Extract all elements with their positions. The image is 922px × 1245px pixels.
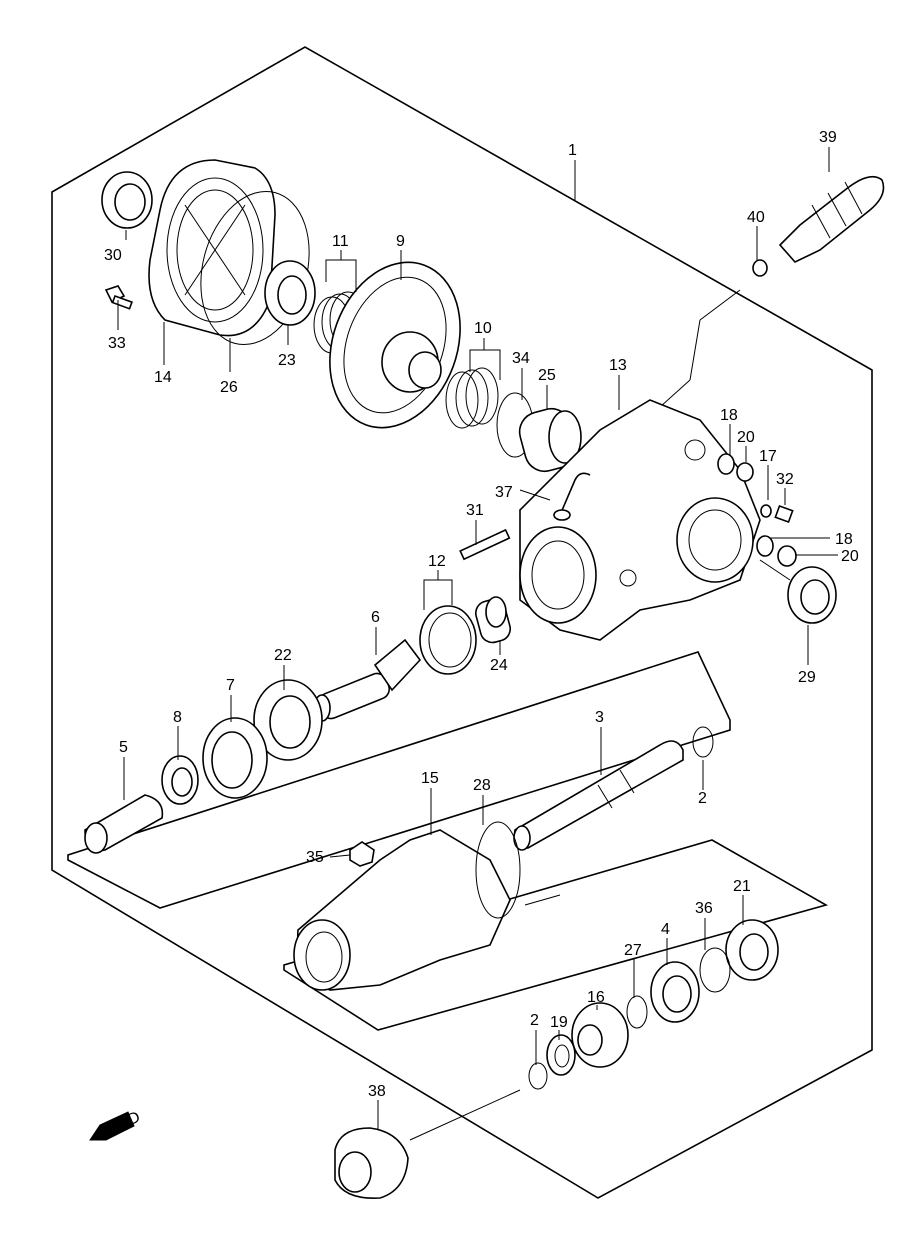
callout-1: 1	[568, 142, 577, 159]
differential-housing-part	[519, 399, 761, 641]
callout-8: 8	[173, 709, 182, 726]
oil-seal-part	[650, 961, 700, 1023]
callout-32: 32	[776, 471, 794, 488]
callout-2: 2	[698, 790, 707, 807]
spacer-part	[161, 755, 199, 805]
bearing-part	[264, 260, 316, 326]
bearing-part	[725, 919, 779, 981]
callout-33: 33	[108, 335, 126, 352]
pinion-group-box	[67, 651, 731, 909]
assembly-outline	[51, 46, 873, 1199]
callout-labels: 1 2 2 3 4 5 6 7 8 9 10 11 12 13 14 15 16…	[104, 129, 859, 1100]
gear-housing-part	[293, 829, 511, 991]
bolt-part	[104, 285, 133, 310]
callout-18: 18	[835, 531, 853, 548]
callout-6: 6	[371, 609, 380, 626]
callout-39: 39	[819, 129, 837, 146]
callout-18: 18	[720, 407, 738, 424]
callout-5: 5	[119, 739, 128, 756]
o-ring-part	[475, 821, 521, 919]
callout-30: 30	[104, 247, 122, 264]
callout-2: 2	[530, 1012, 539, 1029]
callout-24: 24	[490, 657, 508, 674]
breather-part	[553, 472, 591, 521]
callout-11: 11	[332, 233, 349, 250]
needle-bearing-part	[518, 407, 582, 473]
plug-part	[777, 545, 797, 567]
circlip-part	[692, 726, 714, 758]
callout-7: 7	[226, 677, 235, 694]
callout-3: 3	[595, 709, 604, 726]
callout-37: 37	[495, 484, 513, 501]
oil-seal-part	[101, 171, 153, 229]
callout-16: 16	[587, 989, 605, 1006]
callout-20: 20	[841, 548, 859, 565]
callout-22: 22	[274, 647, 292, 664]
bearing-part	[253, 679, 323, 761]
callout-34: 34	[512, 350, 530, 367]
callout-28: 28	[473, 777, 491, 794]
callout-25: 25	[538, 367, 556, 384]
joint-part	[571, 1002, 629, 1068]
callout-13: 13	[609, 357, 627, 374]
callout-9: 9	[396, 233, 405, 250]
connector-line	[524, 894, 561, 906]
boot-part	[778, 175, 885, 263]
circlip-part	[528, 1062, 548, 1090]
sleeve-part	[84, 794, 164, 854]
nut-part	[752, 259, 768, 277]
callout-20: 20	[737, 429, 755, 446]
leader-lines	[117, 147, 838, 1130]
ring-gear-part	[329, 261, 461, 429]
callout-29: 29	[798, 669, 816, 686]
boot-part	[334, 1127, 409, 1199]
gear-case-cover-part	[148, 159, 276, 337]
o-ring-part	[626, 995, 648, 1029]
connector-line	[699, 289, 741, 321]
washer-part	[756, 535, 774, 557]
pinion-gear-part	[313, 638, 422, 722]
callout-10: 10	[474, 320, 492, 337]
callout-15: 15	[421, 770, 439, 787]
callout-40: 40	[747, 209, 765, 226]
shim-set-part	[445, 367, 499, 429]
callout-19: 19	[550, 1014, 568, 1031]
oil-seal-part	[787, 566, 837, 624]
plug-part	[736, 462, 754, 482]
washer-part	[717, 453, 735, 475]
callout-26: 26	[220, 379, 238, 396]
bolt-part	[774, 504, 794, 524]
fwd-label: FWD	[102, 1109, 142, 1138]
connector-line	[689, 319, 701, 381]
callout-23: 23	[278, 352, 296, 369]
propeller-shaft-part	[513, 740, 684, 851]
callout-27: 27	[624, 942, 642, 959]
washer-part	[546, 1034, 576, 1076]
callout-31: 31	[466, 502, 484, 519]
callout-36: 36	[695, 900, 713, 917]
needle-bearing-part	[474, 596, 512, 644]
callout-14: 14	[154, 369, 172, 386]
callout-21: 21	[733, 878, 751, 895]
stud-part	[459, 528, 511, 561]
housing-group-box	[283, 839, 829, 1031]
snap-ring-part	[419, 605, 477, 675]
nut-part	[349, 841, 375, 867]
callout-35: 35	[306, 849, 324, 866]
circlip-part	[699, 947, 731, 993]
callout-12: 12	[428, 553, 446, 570]
washer-part	[760, 504, 772, 518]
connector-line	[759, 559, 791, 581]
bearing-part	[202, 717, 268, 799]
callout-4: 4	[661, 921, 670, 938]
callout-38: 38	[368, 1083, 386, 1100]
fwd-arrow-icon: FWD	[89, 1109, 143, 1141]
callout-17: 17	[759, 448, 777, 465]
connector-line	[409, 1089, 521, 1141]
